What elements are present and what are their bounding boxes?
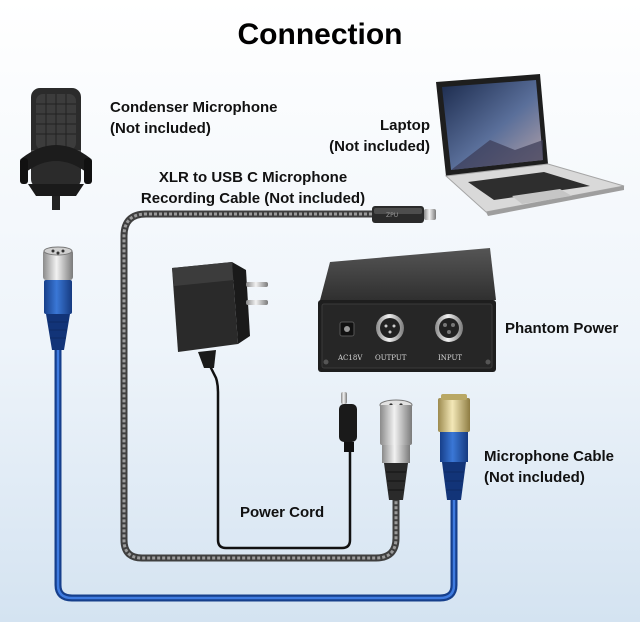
power-cord-label: Power Cord (240, 504, 325, 521)
xlr-female-connector-center (379, 399, 413, 500)
xlr-cable-line1: XLR to USB C Microphone (158, 169, 348, 186)
usb-c-plug: ZPU (372, 206, 436, 223)
condenser-microphone (20, 88, 92, 210)
xlr-cable-label: XLR to USB C Microphone Recording Cable … (135, 167, 371, 209)
diagram-title: Connection (237, 18, 403, 51)
phantom-power-label: Phantom Power (505, 320, 619, 337)
xlr-female-connector-left (43, 246, 73, 350)
dc-port-label: AC18V (337, 354, 363, 362)
blue-microphone-cable (54, 350, 458, 602)
input-port-label: INPUT (438, 354, 462, 362)
condenser-microphone-label: Condenser Microphone (Not included) (110, 97, 278, 139)
dc-barrel-plug (339, 392, 357, 452)
power-cord-wire (208, 365, 352, 550)
laptop (436, 74, 625, 216)
condenser-microphone-note: (Not included) (110, 120, 211, 137)
laptop-name: Laptop (380, 117, 430, 134)
xlr-male-connector-right (438, 394, 470, 500)
microphone-cable-name: Microphone Cable (484, 448, 615, 465)
output-port-label: OUTPUT (375, 354, 407, 362)
phantom-power-box: AC18V OUTPUT INPUT (318, 248, 496, 372)
condenser-microphone-name: Condenser Microphone (110, 99, 278, 116)
laptop-note: (Not included) (329, 138, 430, 155)
braided-xlr-cable (120, 210, 400, 562)
microphone-cable-note: (Not included) (484, 469, 585, 486)
laptop-label: Laptop (Not included) (326, 115, 430, 157)
xlr-cable-line2: Recording Cable (Not included) (140, 190, 366, 207)
power-adapter (172, 262, 268, 368)
svg-text:ZPU: ZPU (386, 212, 398, 219)
microphone-cable-label: Microphone Cable (Not included) (484, 446, 614, 488)
